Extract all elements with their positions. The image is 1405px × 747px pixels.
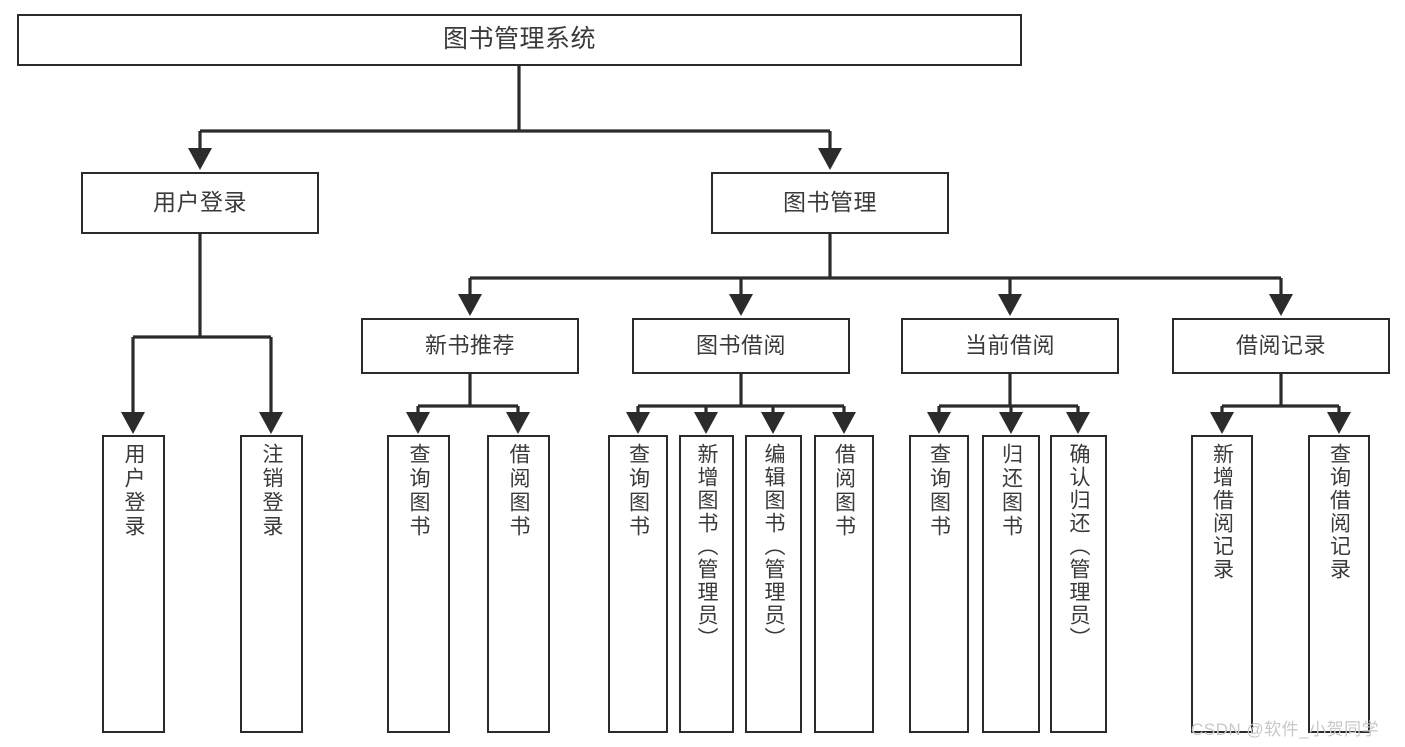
node-leaf-return-book[interactable]: 归还图书 xyxy=(982,435,1040,733)
node-leaf-query-book-1-label: 查询图书 xyxy=(407,443,430,539)
node-leaf-query-book-1[interactable]: 查询图书 xyxy=(387,435,450,733)
node-leaf-query-book-3[interactable]: 查询图书 xyxy=(909,435,969,733)
node-leaf-borrow-book-1-label: 借阅图书 xyxy=(507,443,530,539)
node-leaf-borrow-book-1[interactable]: 借阅图书 xyxy=(487,435,550,733)
node-leaf-user-logout-label: 注销登录 xyxy=(260,443,283,539)
node-leaf-edit-book-label: 编辑图书（管理员） xyxy=(762,443,785,650)
node-leaf-add-book-label: 新增图书（管理员） xyxy=(695,443,718,650)
node-leaf-query-book-3-label: 查询图书 xyxy=(927,443,951,539)
node-leaf-return-book-label: 归还图书 xyxy=(999,443,1023,539)
node-user-login-label: 用户登录 xyxy=(153,189,247,216)
node-user-login[interactable]: 用户登录 xyxy=(81,172,319,234)
node-leaf-user-login[interactable]: 用户登录 xyxy=(102,435,165,733)
node-leaf-add-book[interactable]: 新增图书（管理员） xyxy=(679,435,734,733)
node-leaf-user-login-label: 用户登录 xyxy=(122,443,145,539)
node-current-borrow-label: 当前借阅 xyxy=(964,333,1055,359)
node-leaf-confirm-return-label: 确认归还（管理员） xyxy=(1067,443,1090,650)
node-book-manage[interactable]: 图书管理 xyxy=(711,172,949,234)
node-leaf-edit-book[interactable]: 编辑图书（管理员） xyxy=(745,435,802,733)
node-leaf-query-book-2-label: 查询图书 xyxy=(626,443,650,539)
node-book-manage-label: 图书管理 xyxy=(783,189,877,216)
node-leaf-borrow-book-2[interactable]: 借阅图书 xyxy=(814,435,874,733)
node-root[interactable]: 图书管理系统 xyxy=(17,14,1022,66)
node-new-book-rec-label: 新书推荐 xyxy=(424,333,515,359)
node-leaf-user-logout[interactable]: 注销登录 xyxy=(240,435,303,733)
node-current-borrow[interactable]: 当前借阅 xyxy=(901,318,1119,374)
node-new-book-rec[interactable]: 新书推荐 xyxy=(361,318,579,374)
node-leaf-add-record-label: 新增借阅记录 xyxy=(1210,443,1234,581)
node-leaf-borrow-book-2-label: 借阅图书 xyxy=(832,443,856,539)
node-leaf-query-record[interactable]: 查询借阅记录 xyxy=(1308,435,1370,733)
node-root-label: 图书管理系统 xyxy=(442,25,596,54)
node-borrow-record-label: 借阅记录 xyxy=(1235,333,1326,359)
node-book-borrow[interactable]: 图书借阅 xyxy=(632,318,850,374)
node-leaf-confirm-return[interactable]: 确认归还（管理员） xyxy=(1050,435,1107,733)
node-leaf-query-record-label: 查询借阅记录 xyxy=(1327,443,1351,581)
csdn-watermark: CSDN @软件_小贺同学 xyxy=(1191,720,1380,739)
node-book-borrow-label: 图书借阅 xyxy=(695,333,786,359)
node-leaf-query-book-2[interactable]: 查询图书 xyxy=(608,435,668,733)
node-leaf-add-record[interactable]: 新增借阅记录 xyxy=(1191,435,1253,733)
node-borrow-record[interactable]: 借阅记录 xyxy=(1172,318,1390,374)
